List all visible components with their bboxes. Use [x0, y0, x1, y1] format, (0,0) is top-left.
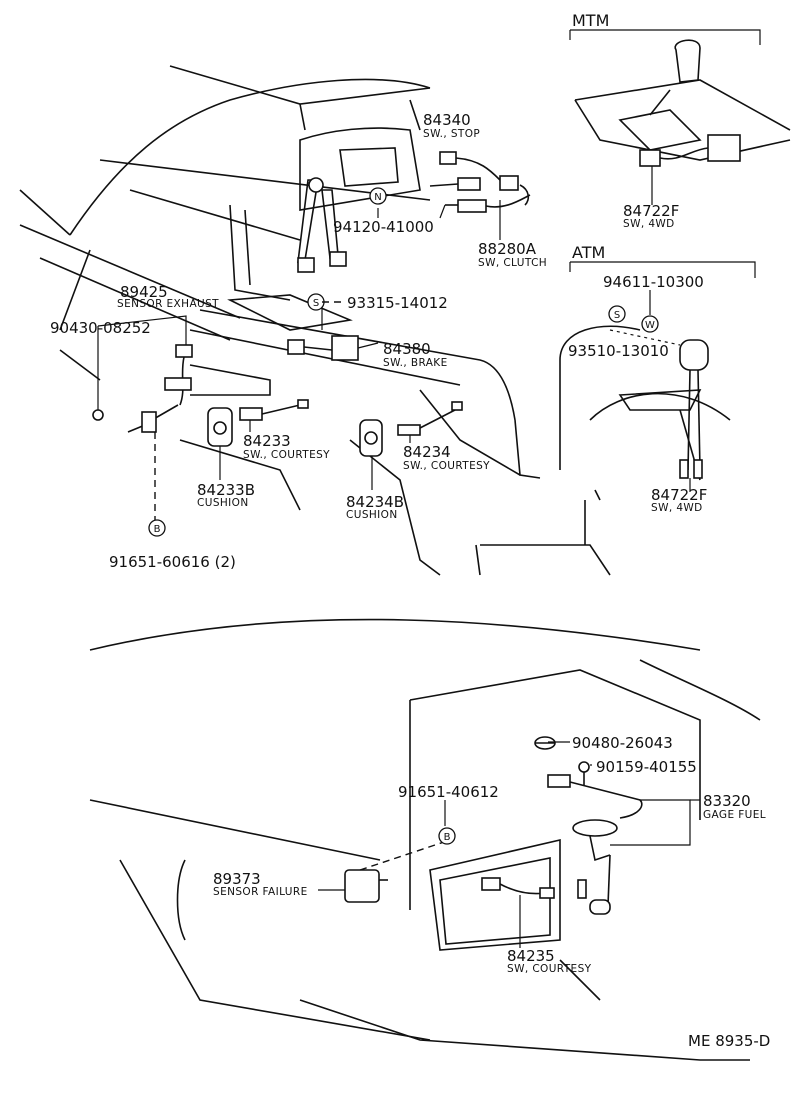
- part-89373-number: 89373: [213, 870, 261, 888]
- cushion-84233B: [207, 407, 233, 447]
- diagram-code: ME 8935-D: [688, 1032, 770, 1050]
- fuel-gauge-83320: [534, 736, 643, 915]
- badge-n: N: [369, 187, 387, 205]
- part-84234B-number: 84234B: [346, 493, 404, 511]
- badge-w-text: W: [645, 320, 655, 331]
- part-91651-60616-number: 91651-60616 (2): [109, 553, 236, 571]
- sensor-failure-89373: [318, 839, 451, 903]
- part-90159-number: 90159-40155: [596, 758, 697, 776]
- part-89425-desc: SENSOR EXHAUST: [117, 298, 219, 310]
- pedal-assembly: [297, 177, 347, 273]
- part-84233B-number: 84233B: [197, 481, 255, 499]
- part-93510-number: 93510-13010: [568, 342, 669, 360]
- part-89373-desc: SENSOR FAILURE: [213, 886, 308, 898]
- part-84380-number: 84380: [383, 340, 431, 358]
- section-mtm-label: MTM: [572, 11, 609, 30]
- part-93315-number: 93315-14012: [347, 294, 448, 312]
- part-83320-number: 83320: [703, 792, 751, 810]
- part-84234-desc: SW., COURTESY: [403, 460, 490, 472]
- badge-s-93510: S: [608, 305, 626, 323]
- part-94120-number: 94120-41000: [333, 218, 434, 236]
- part-83320-desc: GAGE FUEL: [703, 809, 766, 821]
- badge-w-94611: W: [641, 315, 659, 333]
- part-84233-number: 84233: [243, 432, 291, 450]
- badge-n-text: N: [374, 192, 381, 203]
- part-84234B-desc: CUSHION: [346, 509, 398, 521]
- dashboard-outline: [19, 65, 611, 576]
- stop-switch-84340: [429, 151, 531, 213]
- section-atm-label: ATM: [572, 243, 605, 262]
- part-84235-desc: SW, COURTESY: [507, 963, 592, 975]
- badge-s-93315: S: [307, 293, 325, 311]
- part-90480-number: 90480-26043: [572, 734, 673, 752]
- part-84234-number: 84234: [403, 443, 451, 461]
- mtm-inset: [569, 29, 791, 205]
- courtesy-switch-84235: [481, 877, 555, 948]
- part-84233B-desc: CUSHION: [197, 497, 249, 509]
- cushion-84234B: [359, 419, 383, 457]
- badge-s-text: S: [313, 298, 319, 309]
- part-94611-number: 94611-10300: [603, 273, 704, 291]
- part-84340-desc: SW., STOP: [423, 128, 480, 140]
- sensor-exhaust-89425: [92, 344, 271, 433]
- part-84235-number: 84235: [507, 947, 555, 965]
- brake-switch-84380: [287, 335, 359, 361]
- part-91651-40612-number: 91651-40612: [398, 783, 499, 801]
- rear-body-outline: [89, 618, 761, 1061]
- badge-b-text: B: [154, 524, 161, 535]
- part-88280A-desc: SW, CLUTCH: [478, 257, 547, 269]
- atm-inset: [559, 261, 756, 492]
- courtesy-switch-84234: [397, 401, 463, 436]
- part-84722F-atm-desc: SW, 4WD: [651, 502, 703, 514]
- badge-b-91651-40612: B: [438, 827, 456, 845]
- part-90430-number: 90430-08252: [50, 319, 151, 337]
- badge-s-text: S: [614, 310, 620, 321]
- part-84722F-atm-number: 84722F: [651, 486, 707, 504]
- part-84380-desc: SW., BRAKE: [383, 357, 448, 369]
- part-84340-number: 84340: [423, 111, 471, 129]
- part-84722F-mtm-number: 84722F: [623, 202, 679, 220]
- badge-b-91651-60616: B: [148, 519, 166, 537]
- courtesy-switch-84233: [239, 399, 309, 421]
- part-84233-desc: SW., COURTESY: [243, 449, 330, 461]
- part-84722F-mtm-desc: SW, 4WD: [623, 218, 675, 230]
- badge-b-text: B: [444, 832, 451, 843]
- part-89425-number: 89425: [120, 283, 168, 301]
- part-88280A-number: 88280A: [478, 240, 537, 258]
